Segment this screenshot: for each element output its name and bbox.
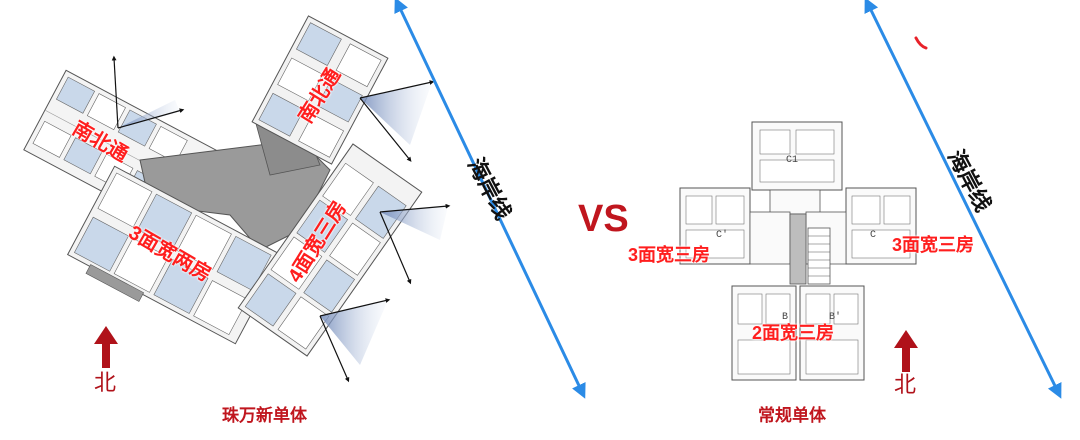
caption-left: 珠万新单体 [222,406,307,425]
north-label-right: 北 [894,372,917,397]
vs-label: VS [578,198,629,240]
left-building-plan [23,15,451,383]
label-right-wing: 3面宽三房 [892,235,975,255]
label-bottom-wing: 2面宽三房 [752,323,835,343]
unit-tag-bottom-right: B' [829,312,842,323]
north-label-left: 北 [94,370,117,395]
label-left-wing: 3面宽三房 [628,245,711,265]
caption-right: 常规单体 [758,406,826,425]
unit-tag-left: C' [716,230,729,241]
unit-tag-bottom-left: B [782,312,789,323]
unit-tag-top: C1 [786,155,799,166]
unit-tag-right: C [870,230,877,241]
